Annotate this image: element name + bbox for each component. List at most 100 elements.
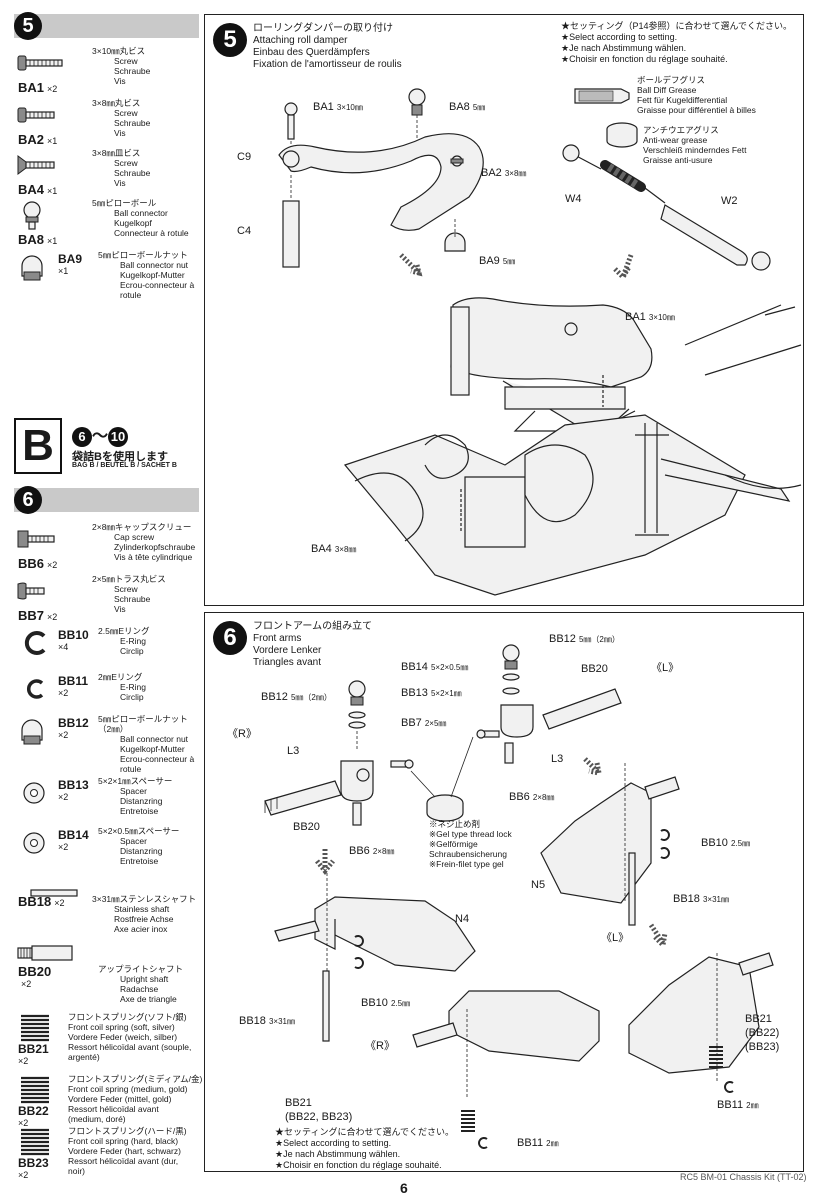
part-code: BA2×1 bbox=[18, 132, 58, 147]
part-code: BB23×2 bbox=[18, 1156, 49, 1180]
front-arm-diagram bbox=[264, 644, 774, 1149]
label-ba1: BA1 3×10㎜ bbox=[313, 101, 363, 113]
shaft-icon bbox=[30, 889, 78, 897]
part-bb11: BB11×2 2㎜Eリング E-Ring Circlip bbox=[14, 672, 199, 720]
label-bb10-r: BB10 2.5㎜ bbox=[361, 997, 411, 1009]
part-ba9: BA9×1 5㎜ピローボールナット Ball connector nut Kug… bbox=[14, 250, 199, 300]
part-bb10: BB10×4 2.5㎜Eリング E-Ring Circlip bbox=[14, 626, 199, 674]
part-code: BB18×2 bbox=[18, 894, 65, 909]
step-title: ローリングダンパーの取り付け Attaching roll damper Ein… bbox=[253, 23, 402, 70]
label-bb12-l: BB12 5㎜（2㎜） bbox=[549, 633, 620, 645]
part-description: 3×31㎜ステンレスシャフト Stainless shaft Rostfreie… bbox=[92, 894, 197, 934]
ball-nut-icon bbox=[21, 255, 43, 281]
part-code: BB22×2 bbox=[18, 1104, 49, 1128]
label-bb20-l: BB20 bbox=[581, 663, 608, 675]
part-description: 5㎜ピローボールナット（2㎜） Ball connector nut Kugel… bbox=[98, 714, 195, 774]
part-code: BA8×1 bbox=[18, 232, 58, 247]
label-r-side-1: 《R》 bbox=[227, 728, 257, 740]
label-bb21-r: BB21 bbox=[285, 1097, 312, 1109]
label-bb11-r: BB11 2㎜ bbox=[517, 1137, 559, 1149]
part-description: 5×2×1㎜スペーサー Spacer Distanzring Entretois… bbox=[98, 776, 173, 816]
part-code: BB11×2 bbox=[58, 674, 89, 698]
bag-b-banner: B 6～10 袋詰Bを使用します BAG B / BEUTEL B / SACH… bbox=[14, 418, 199, 478]
part-description: フロントスプリング(ミディアム/金)Front coil spring (med… bbox=[68, 1074, 203, 1124]
part-description: 5㎜ピローボール Ball connector Kugelkopf Connec… bbox=[92, 198, 189, 238]
label-ba8: BA8 5㎜ bbox=[449, 101, 486, 113]
label-bb12-r: BB12 5㎜（2㎜） bbox=[261, 691, 332, 703]
label-bb6-r: BB6 2×8㎜ bbox=[349, 845, 395, 857]
screw-icon bbox=[17, 55, 63, 71]
label-bb21-l: BB21 bbox=[745, 1013, 772, 1025]
part-bb22: BB22×2 フロントスプリング(ミディアム/金)Front coil spri… bbox=[14, 1074, 202, 1136]
upright-shaft-icon bbox=[17, 945, 73, 961]
page-number: 6 bbox=[400, 1180, 408, 1196]
label-bb18-r: BB18 3×31㎜ bbox=[239, 1015, 296, 1027]
step6-panel: 6 フロントアームの組み立て Front arms Vordere Lenker… bbox=[204, 612, 804, 1172]
label-n5: N5 bbox=[531, 879, 546, 891]
part-code: BA1×2 bbox=[18, 80, 58, 95]
roll-damper-diagram bbox=[278, 88, 802, 596]
grease-jar-icon bbox=[606, 122, 638, 148]
part-bb18: BB18×2 3×31㎜ステンレスシャフト Stainless shaft Ro… bbox=[14, 876, 199, 934]
label-c9: C9 bbox=[237, 151, 252, 163]
part-ba1: BA1×2 3×10㎜丸ビス Screw Schraube Vis bbox=[14, 46, 199, 102]
bag-note-en: BAG B / BEUTEL B / SACHET B bbox=[72, 462, 177, 469]
label-r-side-2: 《R》 bbox=[365, 1040, 395, 1052]
part-bb12: BB12×2 5㎜ピローボールナット（2㎜） Ball connector nu… bbox=[14, 714, 199, 774]
label-c4: C4 bbox=[237, 225, 252, 237]
step-number: 6 bbox=[14, 486, 42, 514]
part-bb6: BB6×2 2×8㎜キャップスクリュー Cap screw Zylinderko… bbox=[14, 522, 199, 578]
label-ba2: BA2 3×8㎜ bbox=[481, 167, 527, 179]
coil-spring-icon bbox=[21, 1014, 49, 1042]
step5-panel: 5 ローリングダンパーの取り付け Attaching roll damper E… bbox=[204, 14, 804, 606]
cap-screw-icon bbox=[17, 530, 55, 548]
part-bb21: BB21×2 フロントスプリング(ソフト/銀)Front coil spring… bbox=[14, 1012, 199, 1074]
label-l-side-1: 《L》 bbox=[651, 662, 680, 674]
countersunk-screw-icon bbox=[17, 155, 55, 175]
part-code: BB12×2 bbox=[58, 716, 89, 740]
setting-note: ★セッティング（P14参照）に合わせて選んでください。 ★Select acco… bbox=[561, 21, 793, 64]
part-ba2: BA2×1 3×8㎜丸ビス Screw Schraube Vis bbox=[14, 98, 199, 154]
step-title: フロントアームの組み立て Front arms Vordere Lenker T… bbox=[253, 621, 373, 668]
part-bb7: BB7×2 2×5㎜トラス丸ビス Screw Schraube Vis bbox=[14, 574, 199, 630]
part-code: BB7×2 bbox=[18, 608, 58, 623]
label-bb13: BB13 5×2×1㎜ bbox=[401, 687, 462, 699]
label-ba9: BA9 5㎜ bbox=[479, 255, 516, 267]
part-code: BB20×2 bbox=[18, 964, 52, 989]
label-bb11-l: BB11 2㎜ bbox=[717, 1099, 759, 1111]
part-description: 2㎜Eリング E-Ring Circlip bbox=[98, 672, 146, 702]
ball-nut-icon bbox=[21, 719, 43, 745]
part-code: BB14×2 bbox=[58, 828, 89, 852]
part-description: 3×10㎜丸ビス Screw Schraube Vis bbox=[92, 46, 151, 86]
part-code: BB6×2 bbox=[18, 556, 58, 571]
part-description: アップライトシャフト Upright shaft Radachse Axe de… bbox=[98, 964, 184, 1004]
label-ba4: BA4 3×8㎜ bbox=[311, 543, 357, 555]
label-w4: W4 bbox=[565, 193, 582, 205]
part-code: BA9×1 bbox=[58, 252, 83, 276]
part-code: BB10×4 bbox=[58, 628, 89, 652]
part-bb13: BB13×2 5×2×1㎜スペーサー Spacer Distanzring En… bbox=[14, 776, 199, 824]
part-description: 5×2×0.5㎜スペーサー Spacer Distanzring Entreto… bbox=[98, 826, 180, 866]
part-bb23: BB23×2 フロントスプリング(ハード/黒)Front coil spring… bbox=[14, 1126, 199, 1188]
part-ba4: BA4×1 3×8㎜皿ビス Screw Schraube Vis bbox=[14, 148, 199, 204]
label-n4: N4 bbox=[455, 913, 470, 925]
part-description: 3×8㎜皿ビス Screw Schraube Vis bbox=[92, 148, 151, 188]
label-w2: W2 bbox=[721, 195, 738, 207]
part-description: フロントスプリング(ハード/黒)Front coil spring (hard,… bbox=[68, 1126, 187, 1176]
bag-step-range: 6～10 bbox=[72, 422, 129, 447]
part-bb14: BB14×2 5×2×0.5㎜スペーサー Spacer Distanzring … bbox=[14, 826, 199, 874]
part-code: BB21×2 bbox=[18, 1042, 49, 1066]
e-ring-icon bbox=[26, 679, 44, 699]
label-bb22-l: (BB22) bbox=[745, 1027, 780, 1039]
e-ring-icon bbox=[24, 631, 46, 655]
setting-note: ★セッティングに合わせて選んでください。 ★Select according t… bbox=[275, 1127, 455, 1170]
step-number: 6 bbox=[213, 621, 247, 655]
bag-letter: B bbox=[14, 418, 62, 474]
label-bb10-l: BB10 2.5㎜ bbox=[701, 837, 751, 849]
part-description: 3×8㎜丸ビス Screw Schraube Vis bbox=[92, 98, 151, 138]
label-bb23-l: (BB23) bbox=[745, 1041, 780, 1053]
label-bb20-r: BB20 bbox=[293, 821, 320, 833]
label-l-side-2: 《L》 bbox=[601, 932, 630, 944]
